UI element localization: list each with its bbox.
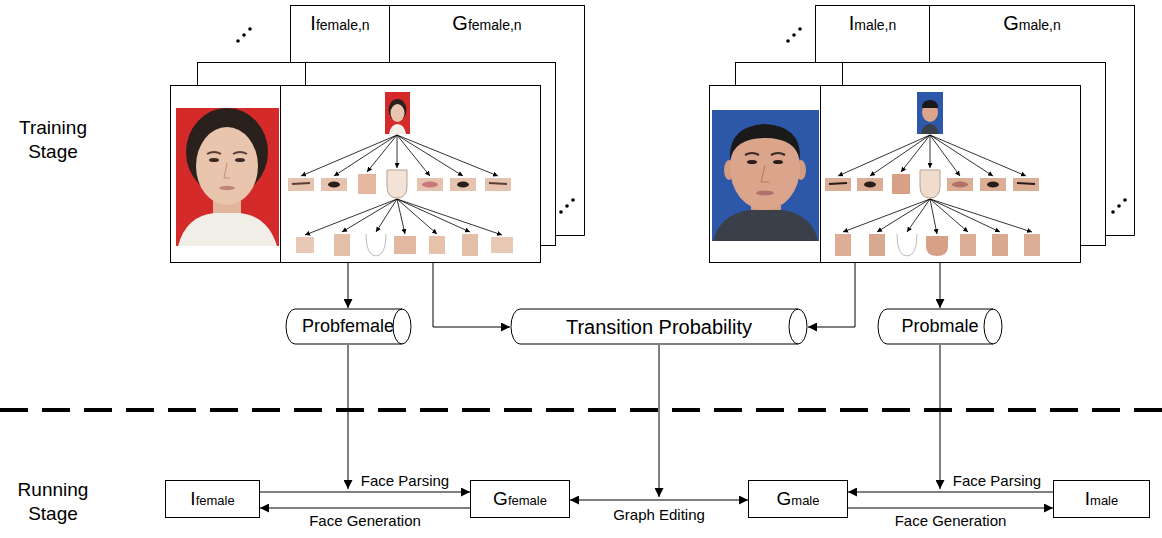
edge-label: Face Generation	[893, 512, 1009, 529]
node-body: Gfemale,n	[390, 6, 584, 62]
store-cylinder: Probmale	[877, 308, 1003, 345]
node-body: Probmale	[877, 308, 1003, 345]
process-box: Gmale	[748, 480, 848, 518]
node-body: Probfemale	[285, 308, 412, 345]
card-header-cell: Imale,n	[815, 5, 930, 62]
node-text: Gmale	[777, 488, 820, 511]
stage-divider	[0, 408, 1162, 412]
node-text: Imale,n	[849, 11, 897, 35]
connector-arrow	[848, 508, 1053, 509]
connector-arrow	[260, 492, 470, 493]
female-card-stack	[171, 27, 585, 262]
node-text: Gmale,n	[1003, 11, 1061, 35]
female-photo	[176, 108, 279, 246]
process-box: Gfemale	[470, 480, 570, 518]
card-header-cell: Gfemale,n	[390, 5, 585, 62]
stage-label: Running Stage	[6, 478, 100, 526]
node-body: Gfemale	[471, 481, 569, 517]
node-body: Imale,n	[816, 6, 929, 62]
card-header-cell: Ifemale,n	[290, 5, 390, 62]
process-box: Ifemale	[165, 480, 260, 518]
node-body: Ifemale	[166, 481, 259, 517]
flow-arrows	[348, 262, 940, 497]
edge-label: Face Parsing	[359, 472, 451, 489]
node-text: Probfemale	[302, 316, 394, 338]
node-text: Transition Probability	[566, 315, 752, 339]
edge-label: Graph Editing	[611, 506, 707, 523]
connector-arrow	[848, 492, 1053, 493]
connector-arrow	[260, 508, 470, 509]
edge-label: Face Parsing	[951, 472, 1043, 489]
edge-label: Face Generation	[307, 512, 423, 529]
male-photo	[712, 110, 819, 241]
node-text: Imale	[1085, 488, 1118, 511]
store-cylinder: Transition Probability	[510, 308, 808, 345]
node-text: Gfemale,n	[452, 11, 521, 35]
node-body: Gmale,n	[930, 6, 1134, 62]
female-graph	[288, 92, 513, 256]
node-text: Ifemale,n	[310, 11, 369, 35]
process-box: Imale	[1053, 480, 1150, 518]
node-text: Gfemale	[493, 488, 547, 511]
card-header-cell: Gmale,n	[930, 5, 1135, 62]
stage-label: Training Stage	[6, 116, 100, 164]
node-body: Gmale	[749, 481, 847, 517]
node-text: Ifemale	[190, 488, 234, 511]
connector-arrow	[570, 500, 748, 501]
node-body: Ifemale,n	[291, 6, 389, 62]
node-text: Probmale	[901, 316, 978, 338]
male-graph	[825, 92, 1040, 256]
node-body: Transition Probability	[510, 308, 808, 345]
male-card-stack	[710, 27, 1135, 262]
store-cylinder: Probfemale	[285, 308, 412, 345]
node-body: Imale	[1054, 481, 1149, 517]
